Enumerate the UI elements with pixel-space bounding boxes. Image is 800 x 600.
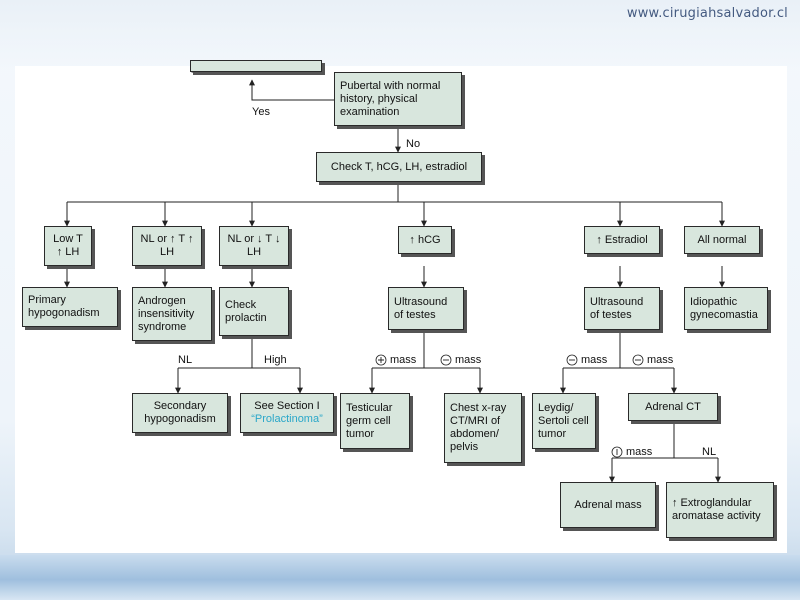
edge-label-no: No	[406, 138, 421, 150]
node-androgen-insensitivity: Androgen insensitivity syndrome	[132, 287, 212, 341]
edge-label-plus-mass: mass	[626, 446, 653, 458]
node-leydig: Leydig/ Sertoli cell tumor	[532, 393, 596, 449]
node-chest-xray: Chest x-ray CT/MRI of abdomen/ pelvis	[444, 393, 522, 463]
node-see-section: See Section I “Prolactinoma”	[240, 393, 334, 433]
node-nl-down-t: NL or ↓ T ↓ LH	[219, 226, 289, 266]
node-adrenal-mass: Adrenal mass	[560, 482, 656, 528]
node-adrenal-ct: Adrenal CT	[628, 393, 718, 421]
edge-label-nl: NL	[702, 446, 717, 458]
node-primary-hypogonadism: Primary hypogonadism	[22, 287, 118, 327]
node-secondary-hypogonadism: Secondary hypogonadism	[132, 393, 228, 433]
node-ultrasound-testes-1: Ultrasound of testes	[388, 287, 464, 330]
edge-label-nl: NL	[178, 354, 193, 366]
edge-label-plus-mass: mass	[390, 354, 417, 366]
node-low-t: Low T ↑ LH	[44, 226, 92, 266]
footer-band	[0, 555, 800, 600]
cropped-node	[190, 60, 322, 72]
edge-label-high: High	[264, 354, 287, 366]
edge-yes	[249, 79, 334, 101]
edge-label-minus-mass: mass	[455, 354, 482, 366]
node-testicular-tumor: Testicular germ cell tumor	[340, 393, 410, 449]
edge-label-minus-mass: mass	[647, 354, 674, 366]
node-hcg: ↑ hCG	[398, 226, 452, 254]
node-nl-up-t: NL or ↑ T ↑ LH	[132, 226, 202, 266]
node-pubertal: Pubertal with normal history, physical e…	[334, 72, 462, 126]
node-estradiol: ↑ Estradiol	[584, 226, 660, 254]
edge-label-yes: Yes	[252, 106, 270, 118]
node-all-normal: All normal	[684, 226, 760, 254]
node-extraglandular: ↑ Extroglandular aromatase activity	[666, 482, 774, 538]
site-url: www.cirugiahsalvador.cl	[626, 6, 788, 21]
header-decoration	[0, 0, 800, 70]
node-check-labs: Check T, hCG, LH, estradiol	[316, 152, 482, 182]
edge-label-minus-mass: mass	[581, 354, 608, 366]
node-idiopathic: Idiopathic gynecomastia	[684, 287, 768, 330]
node-check-prolactin: Check prolactin	[219, 287, 289, 336]
node-ultrasound-testes-2: Ultrasound of testes	[584, 287, 660, 330]
